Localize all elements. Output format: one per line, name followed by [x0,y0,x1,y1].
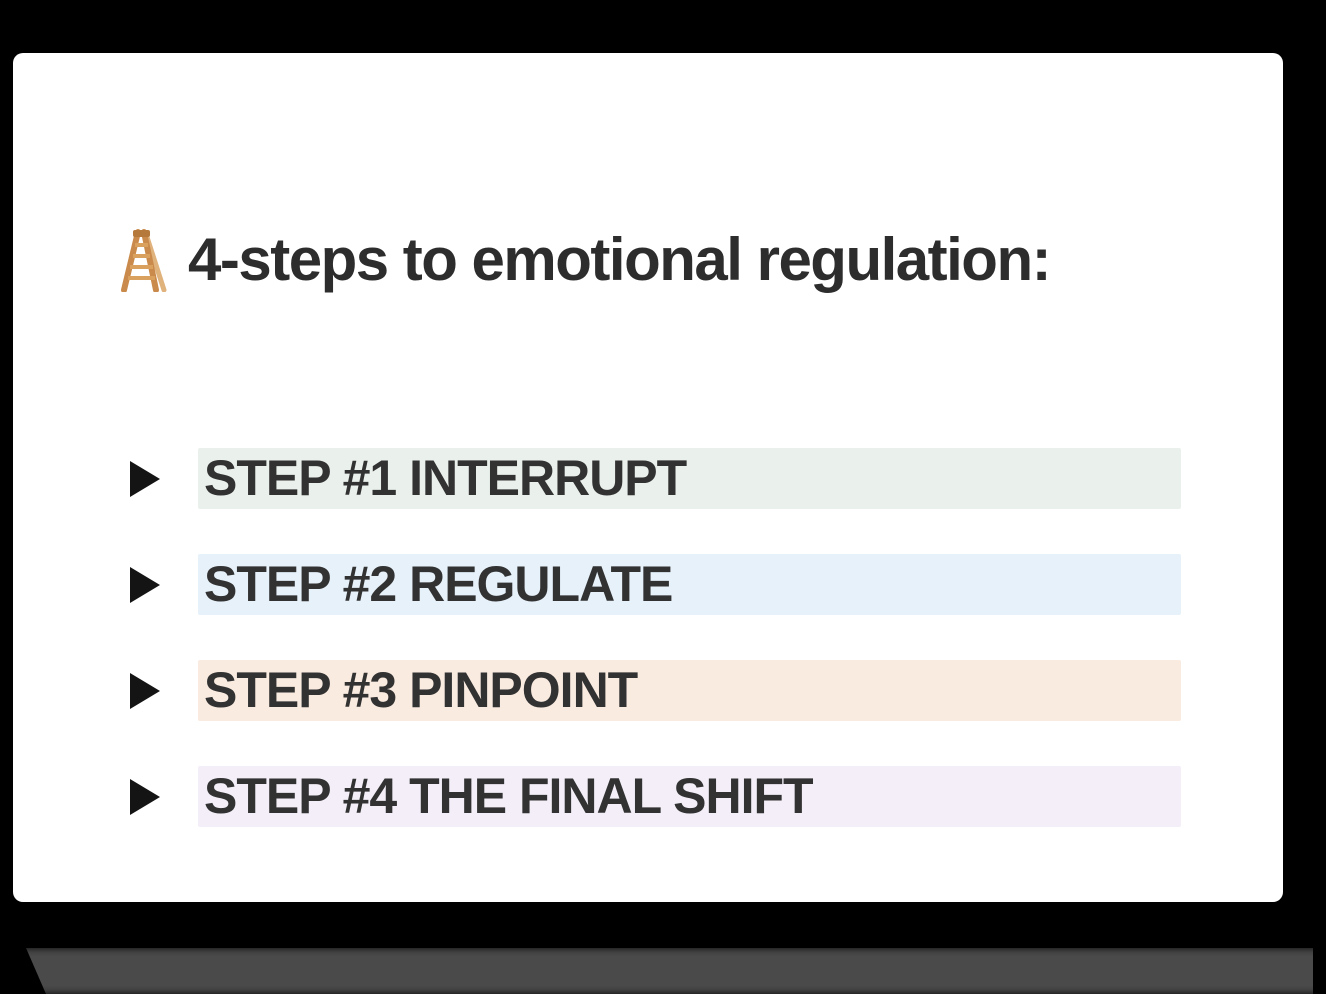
toggle-triangle-icon[interactable] [130,778,160,815]
page-title: 4-steps to emotional regulation: [188,226,1052,293]
ladder-emoji-icon [121,229,167,292]
toggle-triangle-icon[interactable] [130,566,160,603]
toggle-highlight[interactable]: STEP #1 INTERRUPT [198,448,1181,509]
toggle-row-step-2[interactable]: STEP #2 REGULATE [130,554,1181,615]
toggle-row-step-4[interactable]: STEP #4 THE FINAL SHIFT [130,766,1181,827]
toggle-highlight[interactable]: STEP #2 REGULATE [198,554,1181,615]
card-drop-shadow [26,948,1313,994]
toggle-highlight[interactable]: STEP #3 PINPOINT [198,660,1181,721]
toggle-label[interactable]: STEP #4 THE FINAL SHIFT [204,768,814,824]
toggle-row-step-3[interactable]: STEP #3 PINPOINT [130,660,1181,721]
toggle-label[interactable]: STEP #1 INTERRUPT [204,450,687,506]
toggle-label[interactable]: STEP #2 REGULATE [204,556,673,612]
toggle-highlight[interactable]: STEP #4 THE FINAL SHIFT [198,766,1181,827]
page-title-row: 4-steps to emotional regulation: [116,225,1052,295]
notion-page-card: 4-steps to emotional regulation: STEP #1… [13,53,1283,902]
toggle-row-step-1[interactable]: STEP #1 INTERRUPT [130,448,1181,509]
toggle-triangle-icon[interactable] [130,460,160,497]
toggle-triangle-icon[interactable] [130,672,160,709]
toggle-label[interactable]: STEP #3 PINPOINT [204,662,638,718]
